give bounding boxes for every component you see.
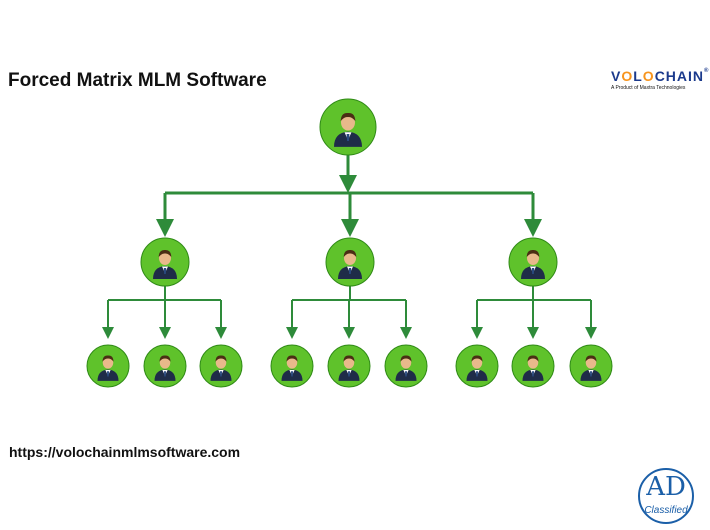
brand-logo: VOLOCHAIN® A Product of Maxtra Technolog…: [611, 68, 710, 91]
ad-classified-badge-icon: [638, 468, 694, 524]
user-avatar-icon-level3-2-1: [270, 344, 314, 388]
user-avatar-icon-level3-2-2: [327, 344, 371, 388]
badge-text: AD: [646, 472, 686, 502]
page-title: Forced Matrix MLM Software: [8, 70, 267, 91]
user-avatar-icon-level3-1-3: [199, 344, 243, 388]
user-avatar-icon-level3-2-3: [384, 344, 428, 388]
user-avatar-icon-root: [319, 98, 377, 156]
user-avatar-icon-level3-3-1: [455, 344, 499, 388]
website-url[interactable]: https://volochainmlmsoftware.com: [9, 444, 241, 460]
badge-subtext: Classified: [644, 505, 688, 516]
brand-name: VOLOCHAIN®: [611, 68, 710, 84]
tree-connectors: [102, 155, 597, 339]
user-avatar-icon-level2-1: [140, 237, 190, 287]
user-avatar-icon-level3-1-1: [86, 344, 130, 388]
tree-nodes: [86, 98, 613, 388]
brand-tagline: A Product of Maxtra Technologies: [611, 85, 686, 91]
user-avatar-icon-level2-3: [508, 237, 558, 287]
user-avatar-icon-level3-3-2: [511, 344, 555, 388]
user-avatar-icon-level3-1-2: [143, 344, 187, 388]
user-avatar-icon-level3-3-3: [569, 344, 613, 388]
user-avatar-icon-level2-2: [325, 237, 375, 287]
